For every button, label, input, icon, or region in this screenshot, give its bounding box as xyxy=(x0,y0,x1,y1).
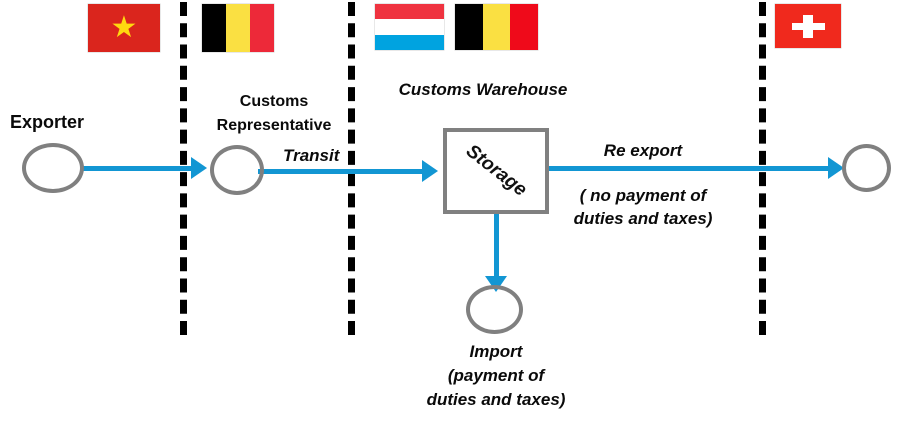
exporter-to-representative-arrowhead xyxy=(191,157,207,179)
customs-representative-node[interactable] xyxy=(210,145,264,195)
re-export-label: Re export xyxy=(603,141,683,160)
import-note-line2: duties and taxes) xyxy=(426,390,566,409)
re-export-note-line1: ( no payment of xyxy=(579,186,707,205)
belgium-flag-left xyxy=(202,4,274,52)
import-node[interactable] xyxy=(466,285,523,334)
re-export-note-line2: duties and taxes) xyxy=(573,209,713,228)
storage-node[interactable]: Storage xyxy=(443,128,549,214)
import-label: Import xyxy=(469,342,523,361)
exporter-label: Exporter xyxy=(10,112,85,132)
customs-representative-label-line2: Representative xyxy=(216,117,332,134)
belgium-flag-right xyxy=(455,4,538,50)
customs-representative-label-line1: Customs xyxy=(239,93,309,110)
transit-flow-line xyxy=(258,169,424,174)
import-flow-line xyxy=(494,212,499,280)
border-belgium-luxembourg xyxy=(348,2,355,335)
re-export-arrowhead xyxy=(828,157,844,179)
switzerland-flag xyxy=(775,4,841,48)
transit-label: Transit xyxy=(283,146,340,165)
import-note-line1: (payment of xyxy=(447,366,545,385)
swiss-cross-icon-vertical xyxy=(802,14,814,39)
transit-arrowhead xyxy=(422,160,438,182)
vietnam-star-icon: ★ xyxy=(110,11,138,44)
re-export-destination-node[interactable] xyxy=(842,144,891,192)
customs-warehouse-label: Customs Warehouse xyxy=(398,80,568,99)
re-export-flow-line xyxy=(548,166,840,171)
vietnam-flag: ★ xyxy=(88,4,160,52)
exporter-to-representative-flow-line xyxy=(83,166,193,171)
luxembourg-flag xyxy=(375,4,444,50)
storage-label: Storage xyxy=(461,140,531,201)
exporter-node[interactable] xyxy=(22,143,84,193)
